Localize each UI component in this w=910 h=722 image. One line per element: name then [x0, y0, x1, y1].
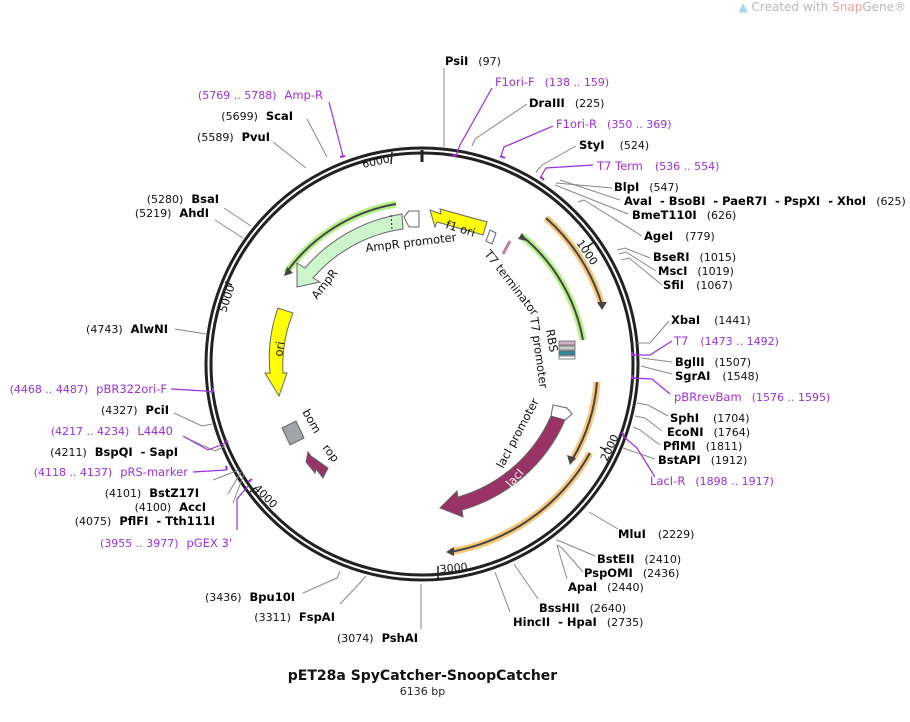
orf-arcs [283, 200, 607, 556]
feature-bom: bom [281, 407, 324, 446]
enzyme-pflmi[interactable]: PflMI(1811) [663, 439, 742, 453]
enzyme-hincii-hpai[interactable]: HincII - HpaI(2735) [513, 615, 643, 629]
primer-t7[interactable]: T7(1473 .. 1492) [673, 334, 779, 348]
primer-f1ori-r[interactable]: F1ori-R(350 .. 369) [556, 117, 672, 131]
enzyme-bstz17i[interactable]: (4101)BstZ17I [105, 486, 199, 500]
scale-ticks: 1000 2000 3000 4000 5000 6000 [216, 151, 622, 578]
watermark-brand: Snap [832, 0, 863, 14]
feature-ampr: AmpR [296, 213, 404, 302]
enzyme-xbai[interactable]: XbaI(1441) [671, 313, 751, 327]
enzyme-bsshii[interactable]: BssHII(2640) [539, 601, 626, 615]
enzyme-styi[interactable]: StyI(524) [579, 138, 649, 152]
enzyme-leader-lines [173, 68, 673, 629]
enzyme-alwni[interactable]: (4743)AlwNI [86, 322, 168, 336]
enzyme-avai-group[interactable]: AvaI - BsoBI - PaeR7I - PspXI - XhoI(625… [624, 194, 906, 208]
enzyme-ahdi[interactable]: (5219)AhdI [135, 206, 209, 220]
tick-label-6000: 6000 [361, 152, 391, 171]
enzyme-apai[interactable]: ApaI(2440) [568, 580, 644, 594]
feature-rop: rop [305, 441, 343, 479]
enzyme-scai[interactable]: (5699)ScaI [221, 109, 293, 123]
enzyme-labels: PsiI(97) DraIII(225) StyI(524) BlpI(547)… [50, 54, 906, 645]
primer-pbrrevbam[interactable]: pBRrevBam(1576 .. 1595) [674, 390, 830, 404]
enzyme-blpi[interactable]: BlpI(547) [614, 180, 679, 194]
watermark-prefix: Created with [751, 0, 833, 14]
primer-labels: F1ori-F(138 .. 159) F1ori-R(350 .. 369) … [10, 75, 831, 550]
enzyme-pvui[interactable]: (5589)PvuI [197, 130, 270, 144]
primer-amp-r[interactable]: (5769 .. 5788)Amp-R [198, 88, 323, 102]
enzyme-bglii[interactable]: BglII(1507) [675, 355, 751, 369]
feature-label-bom: bom [299, 407, 324, 436]
watermark-icon: ▲ [738, 0, 748, 14]
feature-t7-promoter-rbs: RBS T7 promoter [527, 315, 576, 389]
enzyme-draiii[interactable]: DraIII(225) [529, 96, 604, 110]
watermark-suffix: Gene® [862, 0, 906, 14]
enzyme-bsai[interactable]: (5280)BsaI [147, 192, 219, 206]
primer-prs-marker[interactable]: (4118 .. 4137)pRS-marker [34, 465, 189, 479]
feature-ori: ori [264, 307, 294, 398]
primer-t7-term[interactable]: T7 Term(536 .. 554) [596, 159, 719, 173]
enzyme-pshai[interactable]: (3074)PshAI [337, 631, 418, 645]
enzyme-acci[interactable]: (4100)AccI [135, 500, 206, 514]
enzyme-mlui[interactable]: MluI(2229) [618, 527, 694, 541]
plasmid-name: pET28a SpyCatcher-SnoopCatcher [287, 668, 558, 684]
primer-l4440[interactable]: (4217 .. 4234)L4440 [51, 424, 173, 438]
enzyme-bmet110i[interactable]: BmeT110I(626) [632, 208, 736, 222]
enzyme-bpu10i[interactable]: (3436)Bpu10I [205, 590, 295, 604]
enzyme-sphi[interactable]: SphI(1704) [670, 411, 750, 425]
enzyme-psii[interactable]: PsiI(97) [445, 54, 501, 68]
primer-f1ori-f[interactable]: F1ori-F(138 .. 159) [495, 75, 609, 89]
enzyme-bsteii[interactable]: BstEII(2410) [597, 552, 681, 566]
feature-label-rbs: RBS [543, 328, 561, 353]
primer-pgex3[interactable]: (3955 .. 3977)pGEX 3' [100, 536, 232, 550]
tick-label-3000: 3000 [439, 561, 468, 576]
enzyme-fspai[interactable]: (3311)FspAI [254, 610, 335, 624]
enzyme-msci[interactable]: MscI(1019) [658, 264, 734, 278]
enzyme-sgrai[interactable]: SgrAI(1548) [675, 369, 759, 383]
enzyme-econi[interactable]: EcoNI(1764) [667, 425, 750, 439]
enzyme-agei[interactable]: AgeI(779) [644, 229, 715, 243]
enzyme-sfii[interactable]: SfiI(1067) [663, 278, 733, 292]
enzyme-pspomi[interactable]: PspOMI(2436) [584, 566, 679, 580]
enzyme-pcii[interactable]: (4327)PciI [101, 403, 169, 417]
enzyme-bspqi-sapi[interactable]: (4211)BspQI - SapI [50, 445, 178, 459]
primer-glyphs [212, 154, 635, 483]
enzyme-pflfi-tth111i[interactable]: (4075)PflFI - Tth111I [75, 514, 215, 528]
feature-label-rop: rop [320, 441, 343, 464]
primer-laci-r[interactable]: LacI-R(1898 .. 1917) [650, 474, 774, 488]
primer-pbr322ori-f[interactable]: (4468 .. 4487)pBR322ori-F [10, 382, 167, 396]
enzyme-bseri[interactable]: BseRI(1015) [653, 250, 736, 264]
feature-label-ori: ori [271, 340, 287, 357]
feature-label-t7-terminator: T7 terminator [481, 246, 542, 318]
enzyme-bstapi[interactable]: BstAPI(1912) [658, 453, 747, 467]
snapgene-watermark: ▲ Created with SnapGene® [738, 0, 906, 14]
primer-leader-lines [170, 87, 673, 530]
plasmid-length: 6136 bp [399, 685, 446, 698]
